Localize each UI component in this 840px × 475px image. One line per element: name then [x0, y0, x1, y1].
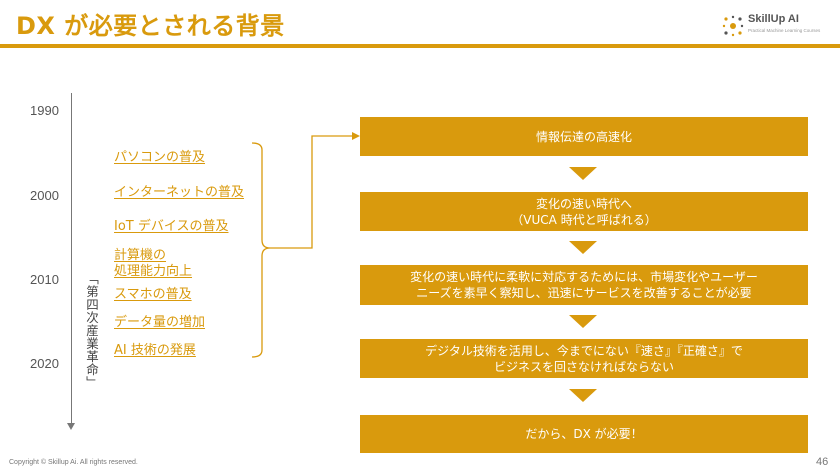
flow-box-vuca: 変化の速い時代へ （VUCA 時代と呼ばれる） — [360, 192, 808, 231]
flow-box-text: （VUCA 時代と呼ばれる） — [511, 212, 657, 227]
timeline-arrow-icon — [67, 423, 75, 430]
down-arrow-icon — [569, 389, 597, 402]
item-ai-progress: AI 技術の発展 — [114, 343, 196, 358]
item-smartphone-adoption: スマホの普及 — [114, 287, 192, 302]
flow-box-text: ニーズを素早く察知し、迅速にサービスを改善することが必要 — [416, 286, 752, 300]
title-underline — [0, 44, 840, 48]
flow-box-info-speed: 情報伝達の高速化 — [360, 117, 808, 156]
item-iot-adoption: IoT デバイスの普及 — [114, 219, 229, 234]
item-pc-adoption: パソコンの普及 — [114, 150, 206, 165]
year-label: 2000 — [30, 188, 59, 203]
logo-tagline: Practical Machine Learning Courses — [748, 28, 821, 33]
logo-mark-icon — [722, 15, 744, 37]
flow-box-text: 変化の速い時代へ — [535, 196, 632, 211]
page-title: DX が必要とされる背景 — [16, 12, 285, 40]
flow-box-text: デジタル技術を活用し、今までにない『速さ』『正確さ』で — [425, 343, 743, 358]
down-arrow-icon — [569, 241, 597, 254]
item-compute-power-2: 処理能力向上 — [114, 264, 193, 279]
page-number: 46 — [816, 456, 829, 468]
flow-box-adapt: 変化の速い時代に柔軟に対応するためには、市場変化やユーザー ニーズを素早く察知し… — [360, 265, 808, 305]
flow-box-conclusion: だから、DX が必要！ — [360, 415, 808, 453]
flow-box-text: 情報伝達の高速化 — [535, 129, 632, 144]
flow-box-text: ビジネスを回さなければならない — [493, 359, 674, 374]
copyright-notice: Copyright © Skillup Ai. All rights reser… — [9, 459, 138, 466]
item-data-growth: データ量の増加 — [114, 315, 206, 330]
flow-box-text: だから、DX が必要！ — [525, 427, 643, 441]
year-label: 2010 — [30, 272, 59, 287]
down-arrow-icon — [569, 315, 597, 328]
flow-box-digital: デジタル技術を活用し、今までにない『速さ』『正確さ』で ビジネスを回さなければな… — [360, 339, 808, 378]
timeline-axis — [71, 93, 72, 425]
skillup-ai-logo: SkillUp AI Practical Machine Learning Co… — [722, 13, 832, 41]
year-label: 1990 — [30, 103, 59, 118]
down-arrow-icon — [569, 167, 597, 180]
logo-name: SkillUp AI — [748, 13, 799, 25]
item-compute-power: 計算機の — [114, 248, 167, 263]
item-internet-adoption: インターネットの普及 — [114, 185, 245, 200]
flow-box-text: 変化の速い時代に柔軟に対応するためには、市場変化やユーザー — [410, 270, 758, 284]
year-label: 2020 — [30, 356, 59, 371]
fourth-industrial-revolution-label: 「第四次産業革命」 — [84, 272, 99, 389]
